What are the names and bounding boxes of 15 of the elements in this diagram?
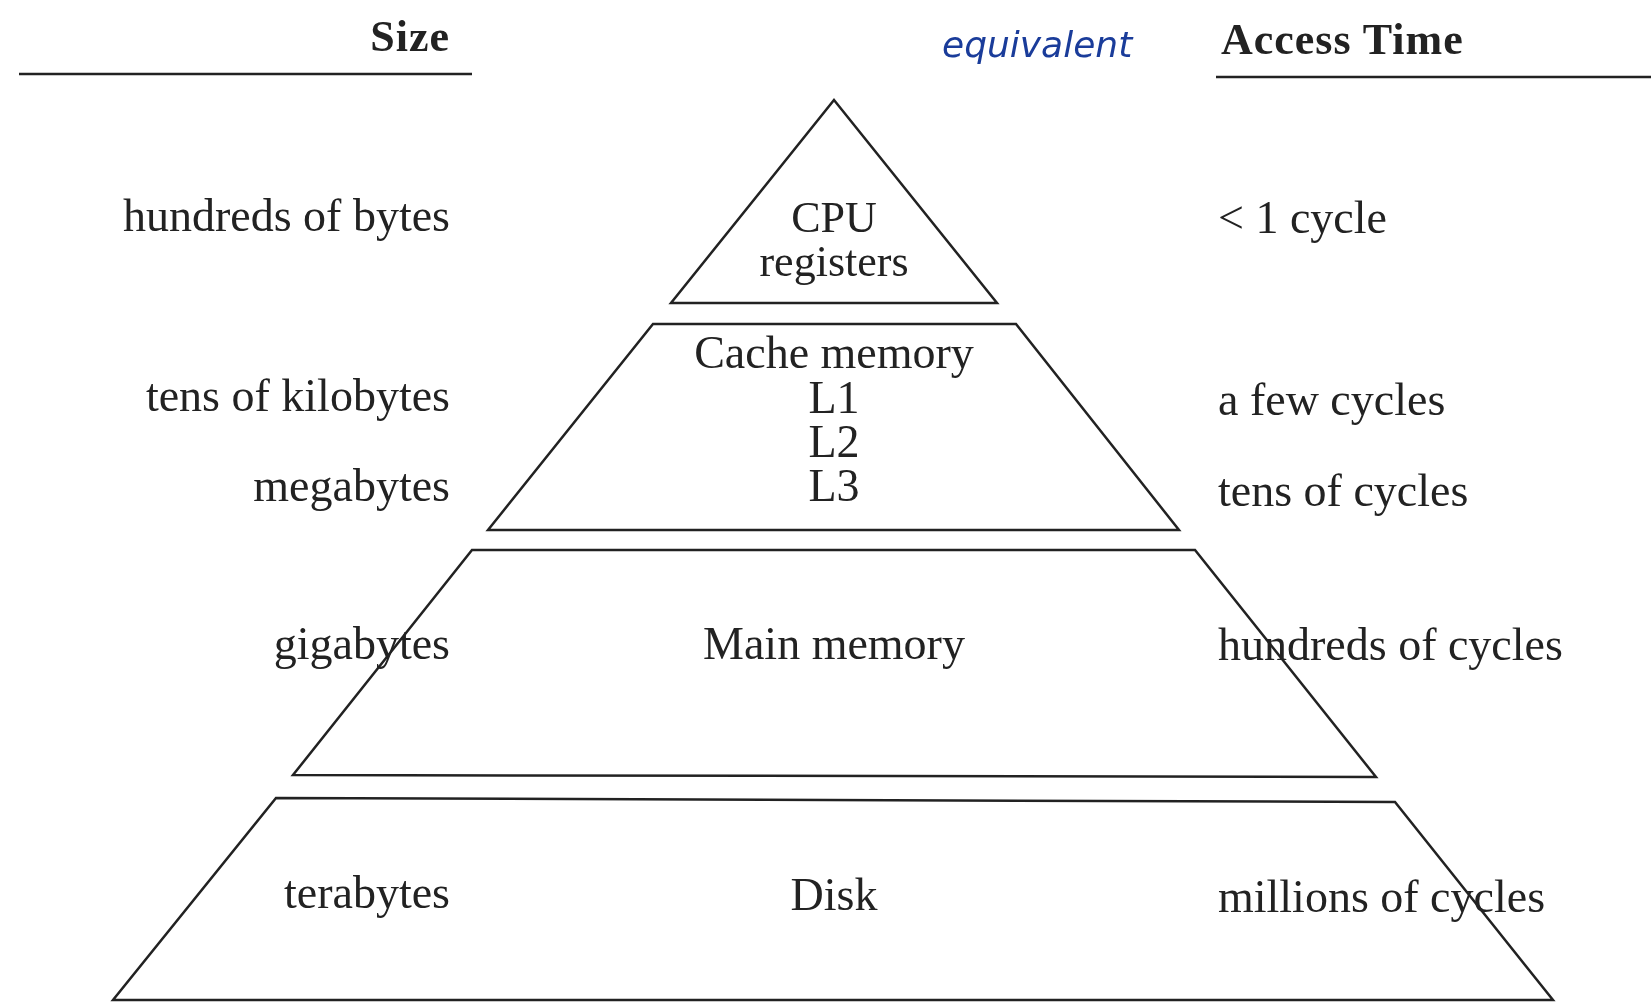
cache-level-label: L2 <box>807 420 861 464</box>
cache-level-label: L1 <box>807 376 860 420</box>
handwritten-note: equivalent <box>942 23 1133 67</box>
access-time-label: a few cycles <box>1218 375 1446 425</box>
cache-level-label: L3 <box>807 464 861 508</box>
column-heading: Size <box>370 12 450 62</box>
size-label: megabytes <box>253 461 450 511</box>
size-label: tens of kilobytes <box>145 371 450 421</box>
level-title: CPU registers <box>758 196 910 284</box>
size-label: hundreds of bytes <box>122 191 450 241</box>
level-title: Disk <box>789 873 879 917</box>
access-time-label: tens of cycles <box>1218 466 1469 516</box>
column-heading: Access Time <box>1221 15 1464 65</box>
access-time-label: < 1 cycle <box>1218 193 1387 243</box>
size-label: terabytes <box>283 868 450 918</box>
